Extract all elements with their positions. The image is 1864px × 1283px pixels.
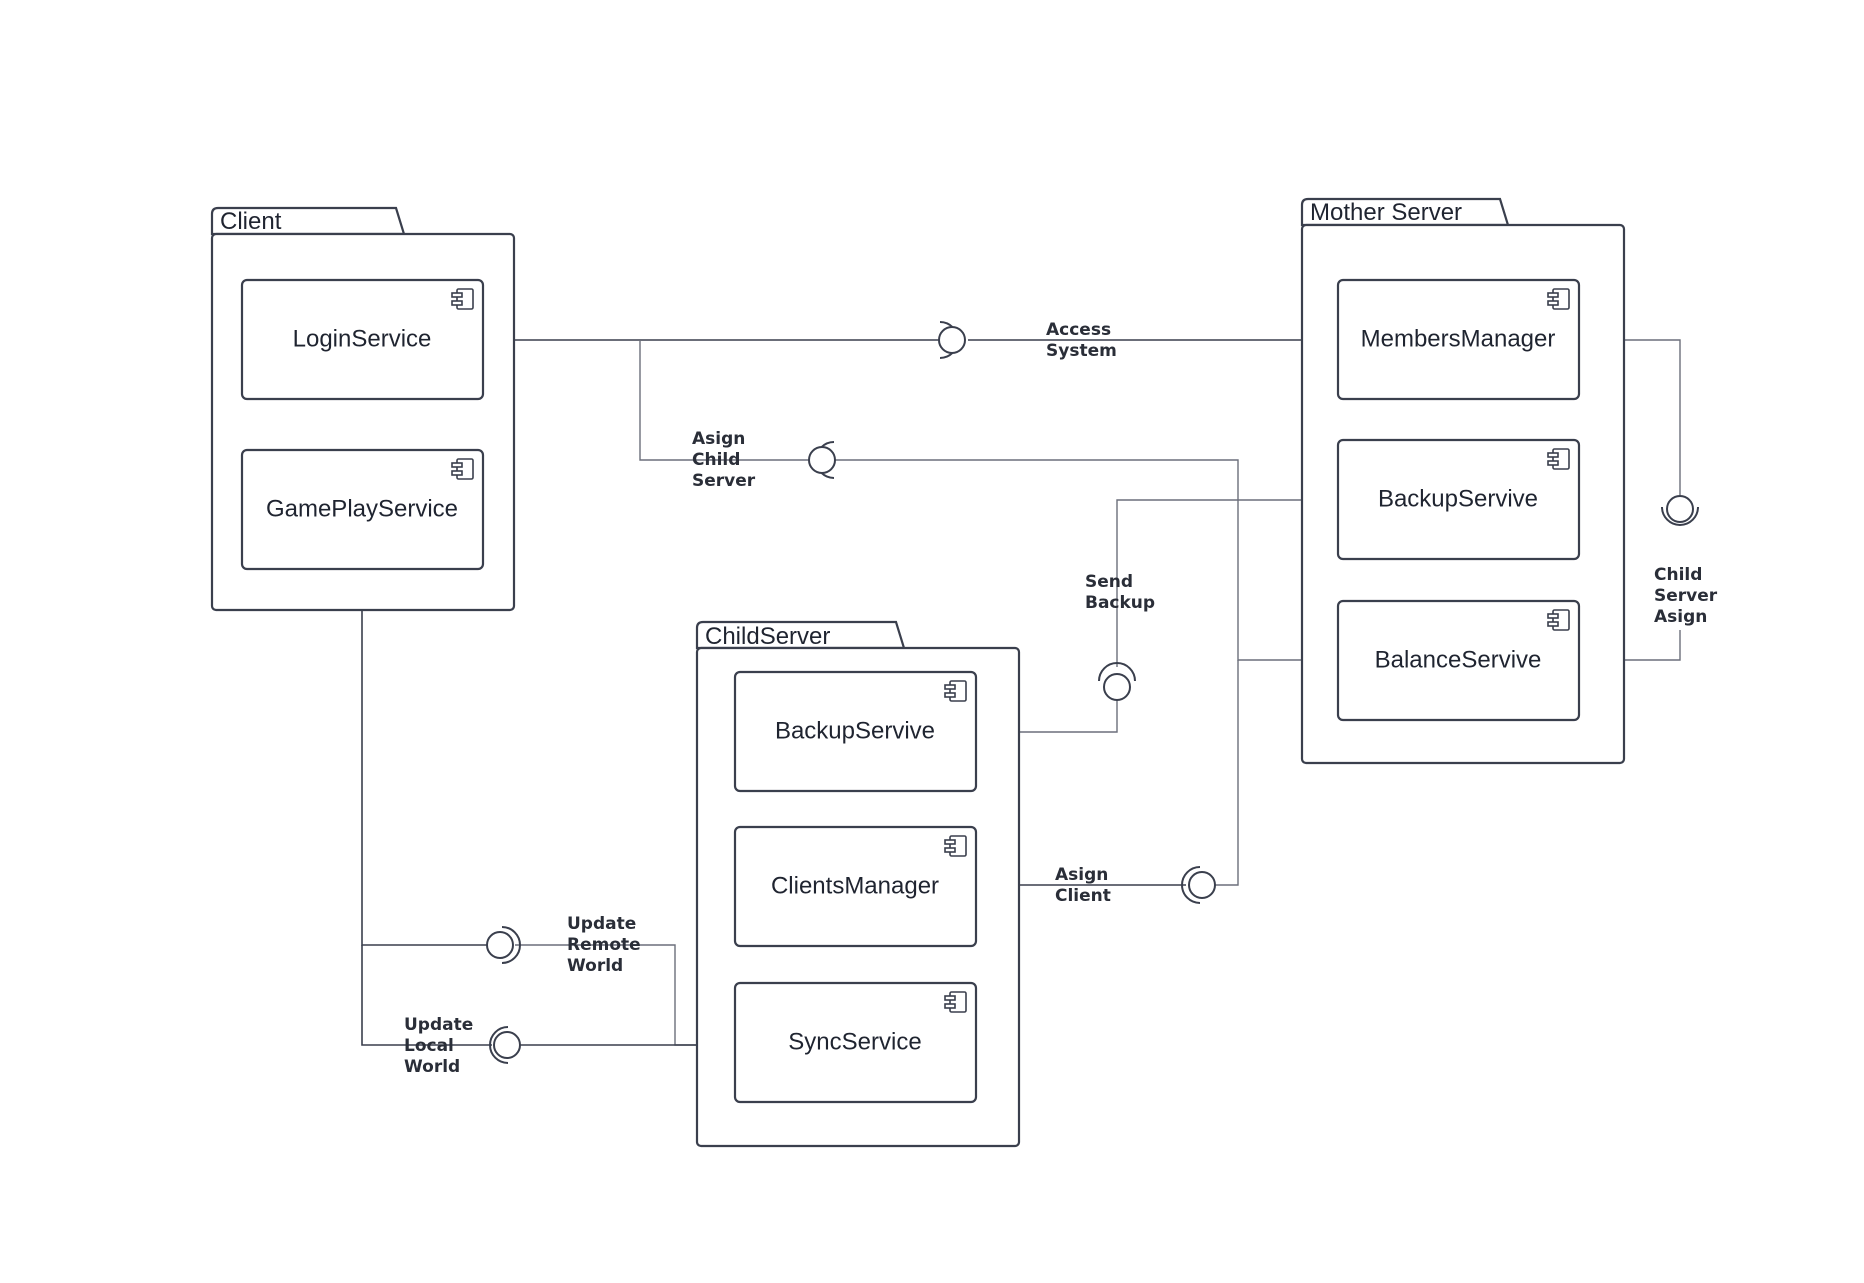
wire-backup-sendbackup: [1116, 499, 1336, 667]
wire-balance-asign-client: [1214, 660, 1239, 886]
component-icon: [1547, 288, 1570, 310]
wire-asign-child-balance: [833, 459, 1336, 661]
package-tab: [695, 620, 906, 650]
interface-asign-child-server[interactable]: Asign Child Server: [692, 429, 836, 491]
component-label: LoginService: [293, 325, 432, 352]
package-title: Client: [220, 208, 282, 235]
component-icon: [944, 680, 967, 702]
component-label: BalanceServive: [1375, 646, 1542, 673]
interface-label: Update Remote World: [567, 914, 647, 976]
component-sync-service[interactable]: SyncService: [733, 981, 978, 1104]
interface-asign-client[interactable]: Asign Client: [1055, 865, 1216, 906]
interface-access-system[interactable]: Access System: [938, 320, 1117, 361]
component-clients-manager[interactable]: ClientsManager: [733, 825, 978, 948]
component-backup-service-mother[interactable]: BackupServive: [1336, 438, 1581, 561]
interface-label: Send Backup: [1085, 572, 1155, 613]
wire-gameplay-local: [361, 945, 492, 1046]
component-backup-service-child[interactable]: BackupServive: [733, 670, 978, 793]
wire-childbackup-sendbackup: [976, 700, 1118, 733]
component-gameplay-service[interactable]: GamePlayService: [240, 448, 485, 571]
package-tab: [1300, 197, 1510, 227]
interface-child-server-asign[interactable]: Child Server Asign: [1654, 495, 1723, 627]
interface-label: Child Server Asign: [1654, 565, 1723, 627]
component-icon: [1547, 448, 1570, 470]
package-title: Mother Server: [1310, 199, 1462, 226]
interface-label: Update Local World: [404, 1015, 479, 1077]
wire-gameplay-remote: [361, 570, 487, 946]
component-balance-service[interactable]: BalanceServive: [1336, 599, 1581, 722]
component-label: BackupServive: [1378, 485, 1538, 512]
interface-update-remote-world[interactable]: Update Remote World: [486, 914, 647, 976]
component-login-service[interactable]: LoginService: [240, 278, 485, 401]
package-title: ChildServer: [705, 623, 830, 650]
component-label: BackupServive: [775, 717, 935, 744]
component-members-manager[interactable]: MembersManager: [1336, 278, 1581, 401]
component-label: ClientsManager: [771, 872, 939, 899]
component-icon: [944, 991, 967, 1013]
component-icon: [944, 835, 967, 857]
wire-login-asign-child: [639, 340, 820, 461]
component-label: MembersManager: [1361, 325, 1556, 352]
interface-update-local-world[interactable]: Update Local World: [404, 1015, 521, 1077]
interface-send-backup[interactable]: Send Backup: [1085, 572, 1155, 701]
interface-label: Asign Client: [1055, 865, 1114, 906]
component-label: SyncService: [788, 1028, 921, 1055]
component-icon: [451, 288, 474, 310]
component-label: GamePlayService: [266, 495, 458, 522]
interface-label: Access System: [1046, 320, 1117, 361]
component-icon: [1547, 609, 1570, 631]
component-icon: [451, 458, 474, 480]
interface-label: Asign Child Server: [692, 429, 756, 491]
package-tab: [210, 206, 406, 236]
